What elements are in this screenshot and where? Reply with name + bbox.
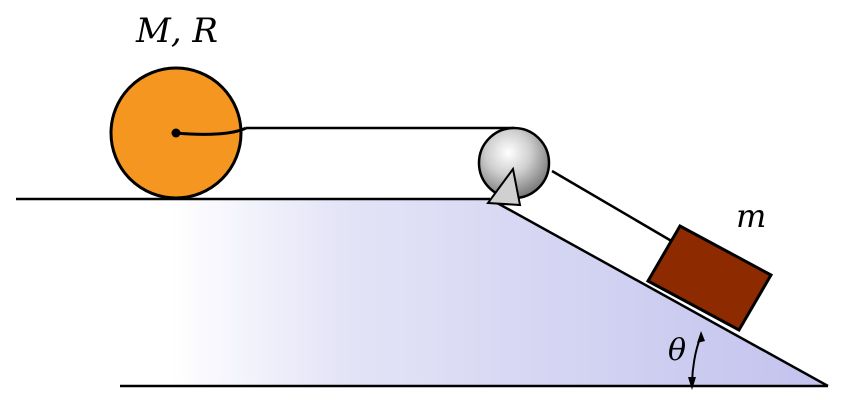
string-wrap — [175, 126, 247, 136]
incline-body — [130, 199, 828, 386]
string-incline — [551, 169, 681, 248]
incline-slope-line — [489, 197, 829, 388]
pulley-bracket — [486, 166, 522, 207]
angle-label: θ — [668, 333, 687, 368]
disk-axle — [171, 128, 181, 138]
angle-arrow-bottom — [688, 377, 696, 390]
incline-fade-edge — [0, 199, 142, 386]
disk-label: M, R — [136, 11, 219, 51]
block — [645, 223, 774, 333]
angle-arrow-top — [697, 331, 705, 343]
block-label: m — [736, 197, 767, 235]
